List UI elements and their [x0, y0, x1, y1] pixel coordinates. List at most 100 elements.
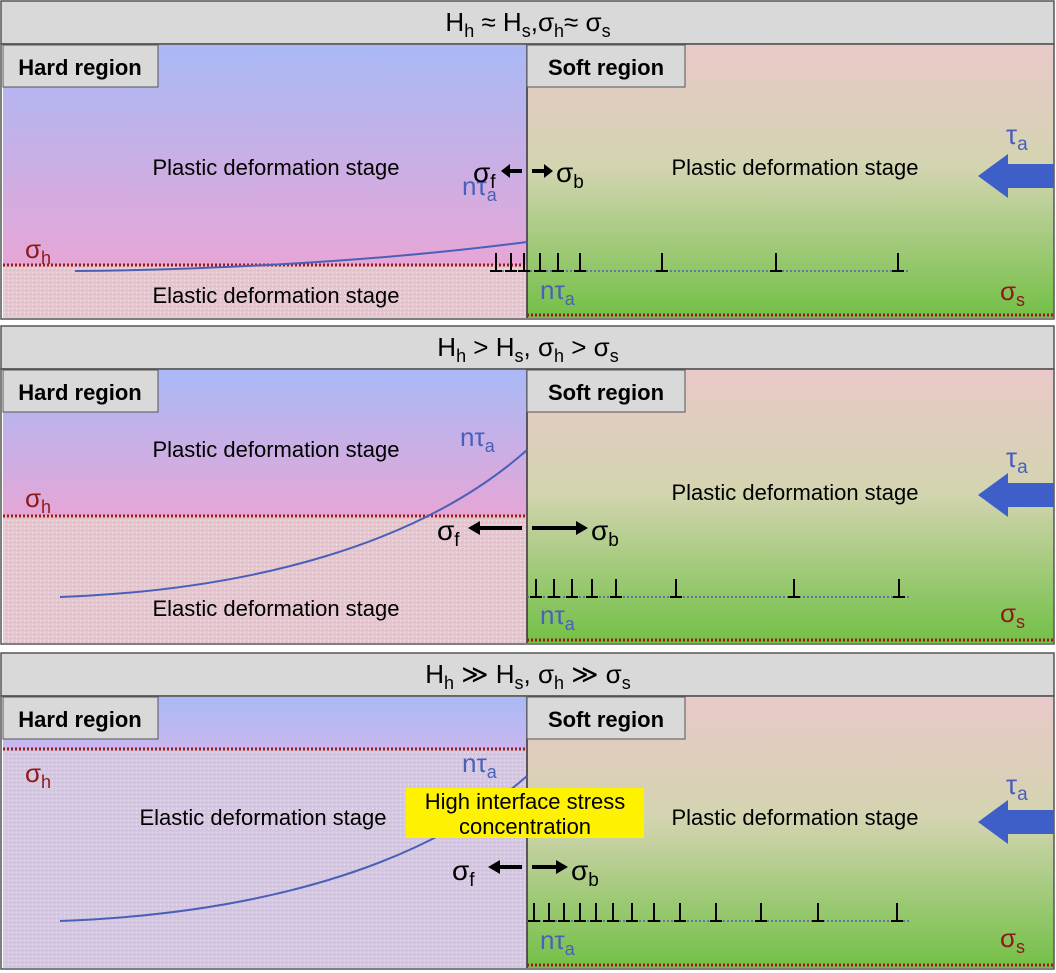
panel-3-highlight-box — [406, 788, 644, 838]
dislocation — [558, 903, 570, 922]
panel-2-soft-label-box — [526, 369, 686, 413]
panel-3-title: Hh ≫ Hs, σh ≫ σs — [425, 659, 630, 693]
panel-1-hard-label: Hard region — [18, 55, 141, 80]
panel-3: Hh ≫ Hs, σh ≫ σs Hard region Soft region… — [0, 652, 1055, 970]
panel-2-tau-label: τa — [1006, 442, 1028, 478]
dislocation — [755, 903, 767, 922]
panel-3-dislocations — [528, 903, 903, 922]
dislocation — [574, 903, 586, 922]
panel-2-soft-stage: Plastic deformation stage — [671, 480, 918, 505]
panel-1-stress-curve — [74, 241, 528, 272]
panel-2-hard-label: Hard region — [18, 380, 141, 405]
panel-3-n-tau-pile-label: nτa — [540, 925, 576, 959]
panel-1-dislocations — [490, 253, 904, 272]
panel-2-sigma-s-label: σs — [1000, 598, 1025, 632]
panel-3-sigma-f-arrow — [488, 860, 522, 874]
panel-1-n-tau-curve-label: nτa — [462, 171, 498, 205]
dislocation — [548, 579, 560, 598]
panel-1-sigma-f-arrow — [501, 164, 522, 178]
panel-3-n-tau-curve-label: nτa — [462, 748, 498, 782]
panel-3-sigma-b-label: σb — [571, 855, 599, 891]
panel-2-dislocations — [530, 579, 905, 598]
panel-1-sigma-s-label: σs — [1000, 276, 1025, 310]
panel-3-sigma-f-label: σf — [452, 855, 475, 891]
panel-1-n-tau-pile-label: nτa — [540, 275, 576, 309]
dislocation — [812, 903, 824, 922]
panel-3-highlight-line2: concentration — [459, 814, 591, 839]
panel-3-tau-arrow — [978, 800, 1054, 844]
dislocation — [674, 903, 686, 922]
dislocation — [710, 903, 722, 922]
panel-1-sigma-b-label: σb — [556, 157, 584, 193]
panel-3-soft-stage: Plastic deformation stage — [671, 805, 918, 830]
panel-2-sigma-b-arrow — [532, 521, 588, 535]
dislocation — [607, 903, 619, 922]
panel-2-sigma-f-label: σf — [437, 515, 460, 551]
panel-3-hard-stage-bottom: Elastic deformation stage — [139, 805, 386, 830]
dislocation — [566, 579, 578, 598]
dislocation — [610, 579, 622, 598]
dislocation — [670, 579, 682, 598]
dislocation — [770, 253, 782, 272]
dislocation — [528, 903, 540, 922]
dislocation — [656, 253, 668, 272]
panel-2-tau-arrow — [978, 473, 1054, 517]
panel-1-hard-stage-bottom: Elastic deformation stage — [152, 283, 399, 308]
panel-1: Hh ≈ Hs,σh≈ σs Hard region Soft region P… — [0, 0, 1055, 320]
dislocation — [893, 579, 905, 598]
panel-2-hard-elastic-area — [3, 516, 527, 643]
panel-2-hard-label-box — [2, 369, 159, 413]
dislocation — [505, 253, 517, 272]
dislocation — [530, 579, 542, 598]
dislocation — [590, 903, 602, 922]
panel-1-soft-label: Soft region — [548, 55, 664, 80]
dislocation — [574, 253, 586, 272]
panel-2-sigma-h-label: σh — [25, 483, 51, 517]
panel-3-hard-label-box — [2, 696, 159, 740]
panel-1-soft-stage: Plastic deformation stage — [671, 155, 918, 180]
panel-2-n-tau-curve-label: nτa — [460, 422, 496, 456]
panel-3-sigma-h-label: σh — [25, 758, 51, 792]
panel-1-hard-elastic-area — [3, 265, 527, 318]
panel-1-hard-label-box — [2, 44, 159, 88]
dislocation — [518, 253, 530, 272]
panel-2-header — [0, 325, 1055, 370]
dislocation — [534, 253, 546, 272]
panel-2-soft-label: Soft region — [548, 380, 664, 405]
panel-1-tau-label: τa — [1006, 119, 1028, 155]
panel-1-sigma-h-label: σh — [25, 234, 51, 268]
panel-2-stress-curve — [59, 449, 528, 598]
panel-3-hard-elastic-area — [3, 749, 527, 968]
dislocation — [648, 903, 660, 922]
panel-3-soft-label: Soft region — [548, 707, 664, 732]
panel-2-sigma-f-arrow — [468, 521, 522, 535]
panel-1-header — [0, 0, 1055, 45]
panel-1-sigma-b-arrow — [532, 164, 553, 178]
panel-1-tau-arrow — [978, 154, 1054, 198]
panel-3-header — [0, 652, 1055, 697]
dislocation — [586, 579, 598, 598]
panel-3-sigma-s-label: σs — [1000, 923, 1025, 957]
panel-1-title: Hh ≈ Hs,σh≈ σs — [445, 7, 610, 41]
panel-2-title: Hh > Hs, σh > σs — [437, 332, 618, 366]
panel-2: Hh > Hs, σh > σs Hard region Soft region… — [0, 325, 1055, 645]
dislocation — [892, 253, 904, 272]
dislocation — [891, 903, 903, 922]
panel-2-hard-stage-top: Plastic deformation stage — [152, 437, 399, 462]
panel-3-soft-label-box — [526, 696, 686, 740]
dislocation — [626, 903, 638, 922]
dislocation — [552, 253, 564, 272]
dislocation — [788, 579, 800, 598]
panel-3-tau-label: τa — [1006, 769, 1028, 805]
panel-3-sigma-b-arrow — [532, 860, 568, 874]
panel-1-hard-stage-top: Plastic deformation stage — [152, 155, 399, 180]
panel-1-soft-label-box — [526, 44, 686, 88]
panel-2-hard-stage-bottom: Elastic deformation stage — [152, 596, 399, 621]
panel-2-n-tau-pile-label: nτa — [540, 600, 576, 634]
panel-3-hard-label: Hard region — [18, 707, 141, 732]
dislocation — [543, 903, 555, 922]
panel-1-sigma-f-label: σf — [473, 157, 496, 193]
panel-3-highlight-line1: High interface stress — [425, 789, 626, 814]
panel-1-soft-region — [527, 45, 1054, 318]
